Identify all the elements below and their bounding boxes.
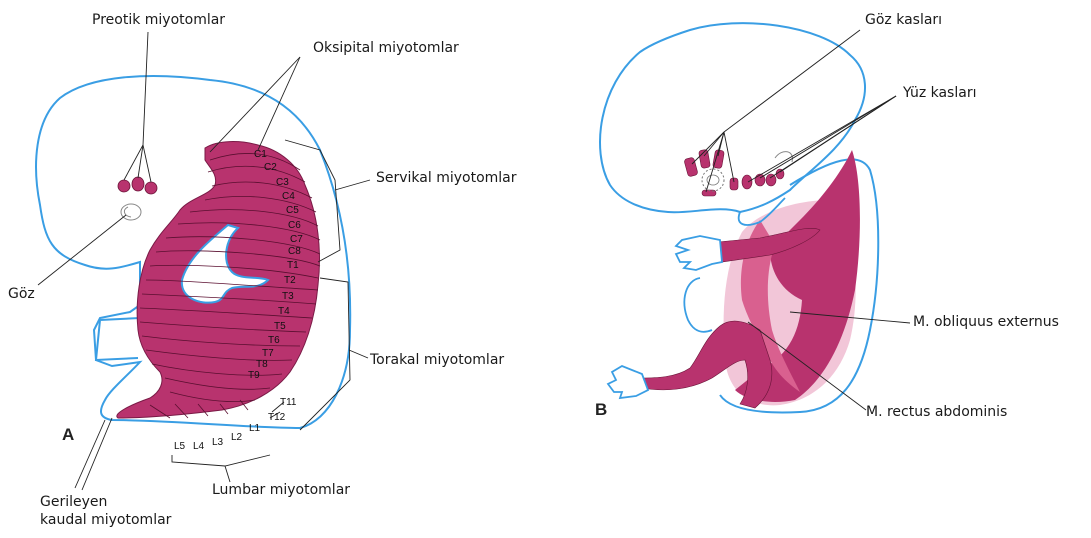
segment-label-t7: T7 bbox=[262, 349, 274, 359]
eye-muscles-label: Göz kasları bbox=[865, 12, 942, 28]
eye-label: Göz bbox=[8, 286, 35, 302]
panel-b-face-muscles bbox=[742, 169, 784, 189]
thoracic-myotomes-label: Torakal miyotomlar bbox=[370, 352, 504, 368]
panel-b-foot bbox=[608, 366, 648, 398]
lumbar-myotomes-label: Lumbar miyotomlar bbox=[212, 482, 350, 498]
segment-label-t9: T9 bbox=[248, 371, 260, 381]
caudal-myotomes-label-line1: Gerileyen bbox=[40, 494, 107, 510]
segment-label-l5: L5 bbox=[174, 442, 185, 452]
segment-label-c7: C7 bbox=[290, 235, 303, 245]
panel-a-eye bbox=[121, 204, 141, 220]
panel-b-thigh-outline bbox=[684, 278, 712, 332]
segment-label-t5: T5 bbox=[274, 322, 286, 332]
caudal-myotomes-label-line2: kaudal miyotomlar bbox=[40, 512, 171, 528]
segment-label-c3: C3 bbox=[276, 178, 289, 188]
cervical-myotomes-label: Servikal miyotomlar bbox=[376, 170, 517, 186]
segment-label-t1: T1 bbox=[287, 261, 299, 271]
segment-label-t3: T3 bbox=[282, 292, 294, 302]
segment-label-c1: C1 bbox=[254, 150, 267, 160]
segment-label-l4: L4 bbox=[193, 442, 204, 452]
segment-label-c4: C4 bbox=[282, 192, 295, 202]
segment-label-c2: C2 bbox=[264, 163, 277, 173]
preotic-myotome-2 bbox=[132, 177, 144, 191]
panel-a-embryo bbox=[36, 32, 370, 490]
segment-label-l1: L1 bbox=[249, 424, 260, 434]
face-muscles-label: Yüz kasları bbox=[903, 85, 976, 101]
segment-label-t8: T8 bbox=[256, 360, 268, 370]
segment-label-l2: L2 bbox=[231, 433, 242, 443]
panel-a-limb-bud bbox=[96, 318, 140, 360]
preotic-myotome-3 bbox=[145, 182, 157, 194]
segment-label-c8: C8 bbox=[288, 247, 301, 257]
panel-b-hand bbox=[676, 236, 722, 270]
segment-label-c6: C6 bbox=[288, 221, 301, 231]
panel-b-eye-muscles bbox=[684, 149, 738, 196]
panel-b-leg bbox=[640, 321, 772, 408]
preotic-myotomes-label: Preotik miyotomlar bbox=[92, 12, 225, 28]
rectus-abdominis-label: M. rectus abdominis bbox=[866, 404, 1007, 420]
panel-b-embryo bbox=[600, 23, 910, 412]
panel-b-eye bbox=[702, 169, 724, 191]
panel-a-letter: A bbox=[62, 425, 74, 445]
segment-label-t6: T6 bbox=[268, 336, 280, 346]
occipital-myotomes-label: Oksipital miyotomlar bbox=[313, 40, 459, 56]
panel-b-letter: B bbox=[595, 400, 607, 420]
preotic-myotome-1 bbox=[118, 180, 130, 192]
segment-label-l3: L3 bbox=[212, 438, 223, 448]
segment-label-t4: T4 bbox=[278, 307, 290, 317]
segment-label-t11: T11 bbox=[280, 398, 297, 408]
segment-label-t12: T12 bbox=[268, 413, 285, 423]
segment-label-c5: C5 bbox=[286, 206, 299, 216]
obliquus-externus-label: M. obliquus externus bbox=[913, 314, 1059, 330]
segment-label-t2: T2 bbox=[284, 276, 296, 286]
